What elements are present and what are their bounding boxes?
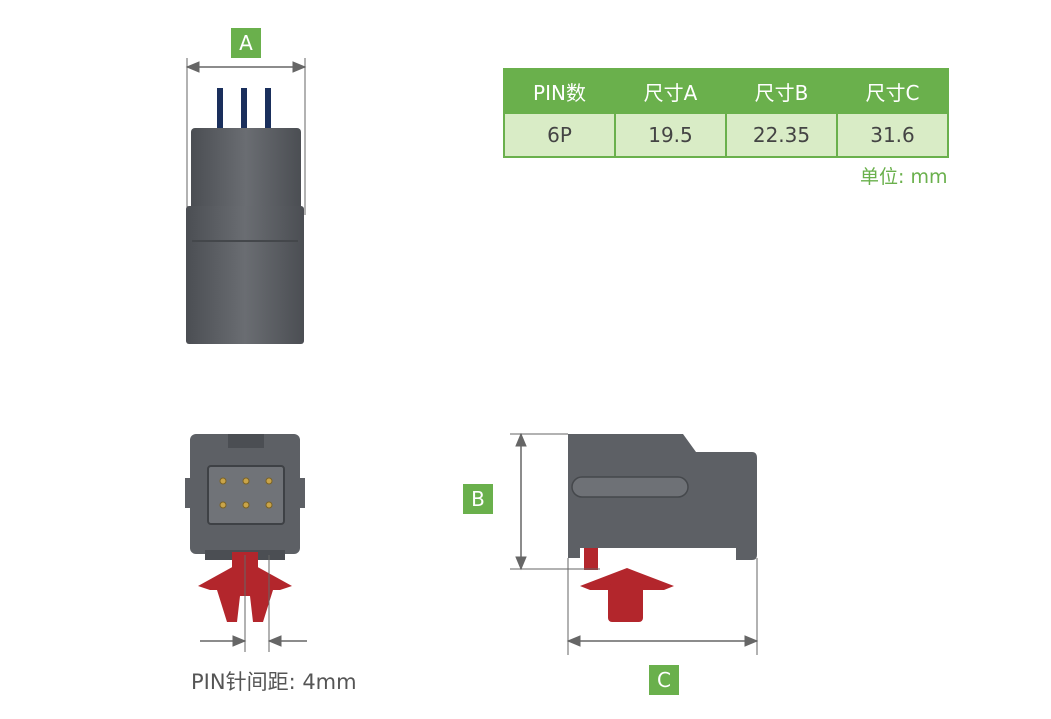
- pin-contacts: [219, 477, 273, 509]
- top-view: [185, 58, 307, 344]
- wires-side: [752, 481, 830, 512]
- housing-top-front: [186, 206, 304, 344]
- cell-size-b: 22.35: [725, 112, 838, 158]
- front-view: [185, 434, 307, 652]
- dimension-label-a: A: [231, 28, 261, 58]
- pitch-arrow: [200, 555, 307, 652]
- pin-pitch-label: PIN针间距: 4mm: [191, 670, 357, 694]
- header-size-b: 尺寸B: [725, 68, 838, 114]
- spec-table-row: 6P 19.5 22.35 31.6: [503, 112, 949, 158]
- cell-size-a: 19.5: [614, 112, 727, 158]
- dimension-c-arrow: [566, 558, 759, 655]
- spec-table-header: PIN数 尺寸A 尺寸B 尺寸C: [503, 68, 949, 114]
- housing-top-back: [191, 128, 301, 212]
- dimension-label-b: B: [463, 484, 493, 514]
- dimension-label-c: C: [649, 665, 679, 695]
- side-view: [510, 432, 830, 655]
- pin-cavity: [207, 465, 285, 525]
- unit-label: 单位: mm: [860, 166, 948, 188]
- header-pin-count: PIN数: [503, 68, 616, 114]
- wires-top: [217, 88, 271, 130]
- dimension-a-arrow: [185, 58, 307, 215]
- header-size-c: 尺寸C: [836, 68, 949, 114]
- mounting-clip-side: [580, 548, 674, 622]
- cell-pin-count: 6P: [503, 112, 616, 158]
- header-size-a: 尺寸A: [614, 68, 727, 114]
- cell-size-c: 31.6: [836, 112, 949, 158]
- spec-table: PIN数 尺寸A 尺寸B 尺寸C 6P 19.5 22.35 31.6: [503, 68, 949, 158]
- dimension-b-arrow: [510, 432, 600, 571]
